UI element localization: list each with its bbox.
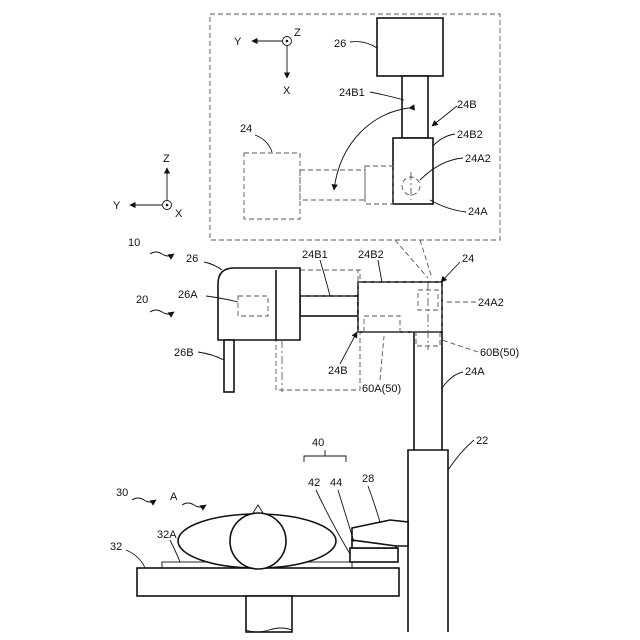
table-base: [246, 596, 292, 632]
inset-axis-y: Y: [234, 36, 242, 48]
component-42: [350, 548, 398, 562]
main-axis-y: Y: [113, 200, 121, 212]
main-axis-z: Z: [163, 153, 170, 165]
inset-display-26: [377, 18, 443, 76]
patient-head: [230, 513, 286, 569]
inset-ghost-24: [244, 153, 300, 219]
label-A: A: [170, 491, 178, 503]
label-60A: 60A(50): [362, 383, 401, 395]
table-32: [137, 568, 399, 596]
label-10: 10: [128, 237, 140, 249]
inset-label-24B1: 24B1: [339, 87, 365, 99]
inset-detail: Y Z X 26 24B1 24B 24B2 24A2 24A 24: [210, 14, 500, 278]
inset-label-26: 26: [334, 38, 346, 50]
label-60B: 60B(50): [480, 347, 519, 359]
label-22: 22: [476, 435, 488, 447]
apparatus: [137, 268, 448, 632]
label-24B1: 24B1: [302, 249, 328, 261]
label-24B: 24B: [328, 365, 348, 377]
inset-label-24B2: 24B2: [457, 129, 483, 141]
label-24: 24: [462, 253, 474, 265]
pillar-22: [408, 450, 448, 632]
inset-frame: [210, 14, 500, 240]
arm-24B1: [300, 296, 358, 316]
label-26B: 26B: [174, 347, 194, 359]
label-24A2: 24A2: [478, 297, 504, 309]
inset-axis-z: Z: [294, 27, 301, 39]
inset-block-24B2: [393, 138, 433, 204]
label-28: 28: [362, 473, 374, 485]
inset-label-24: 24: [240, 123, 252, 135]
label-24A: 24A: [465, 366, 485, 378]
label-32: 32: [110, 541, 122, 553]
label-40: 40: [312, 437, 324, 449]
display-26: [218, 268, 300, 340]
zoom-line-right: [420, 240, 432, 278]
inset-arm-24B1: [402, 76, 428, 138]
zoom-line-left: [395, 240, 428, 278]
label-20: 20: [136, 294, 148, 306]
label-44: 44: [330, 477, 342, 489]
label-26A: 26A: [178, 289, 198, 301]
main-labels: 10 20 30 32 32A A 22 24 24A 24A2 24B 24B…: [110, 237, 519, 568]
stand-26B: [224, 340, 234, 392]
label-30: 30: [116, 487, 128, 499]
inset-axis-x: X: [283, 85, 291, 97]
label-42: 42: [308, 477, 320, 489]
inset-label-24A2: 24A2: [465, 153, 491, 165]
main-axes: Z Y X: [113, 153, 183, 220]
label-24B2: 24B2: [358, 249, 384, 261]
inset-ghost-arm: [300, 170, 365, 200]
inset-label-24A: 24A: [468, 206, 488, 218]
label-32A: 32A: [157, 529, 177, 541]
inset-ghost-block: [365, 166, 393, 204]
inset-label-24B: 24B: [457, 99, 477, 111]
main-axis-x: X: [175, 208, 183, 220]
label-26: 26: [186, 253, 198, 265]
inset-axes: Y Z X: [234, 27, 301, 97]
